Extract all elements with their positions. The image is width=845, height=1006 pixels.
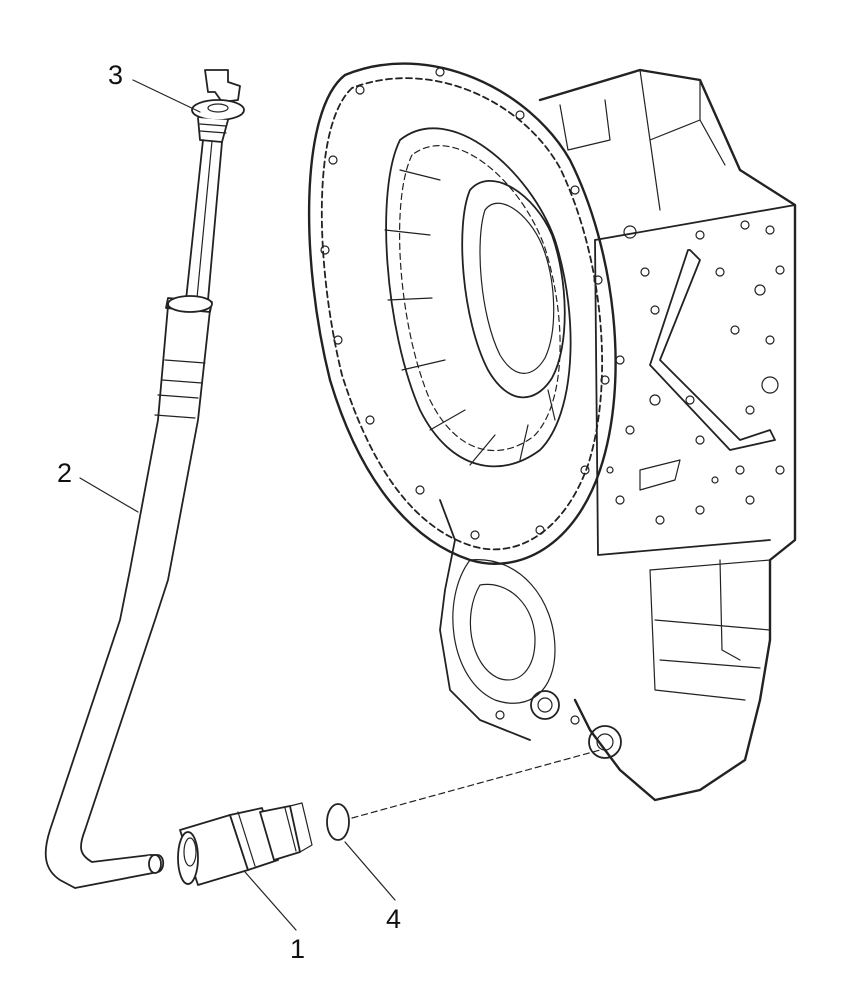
- callout-1: 1: [290, 934, 306, 964]
- leader-lines: [79, 79, 396, 931]
- dipstick-tube: [44, 295, 213, 889]
- callout-4: 4: [386, 904, 402, 934]
- transmission-housing: [307, 62, 797, 802]
- assembly-line: [351, 749, 601, 819]
- o-ring: [326, 803, 350, 841]
- callout-3: 3: [108, 60, 124, 90]
- dipstick: [185, 69, 245, 301]
- union-fitting: [177, 802, 313, 886]
- callout-2: 2: [57, 458, 73, 488]
